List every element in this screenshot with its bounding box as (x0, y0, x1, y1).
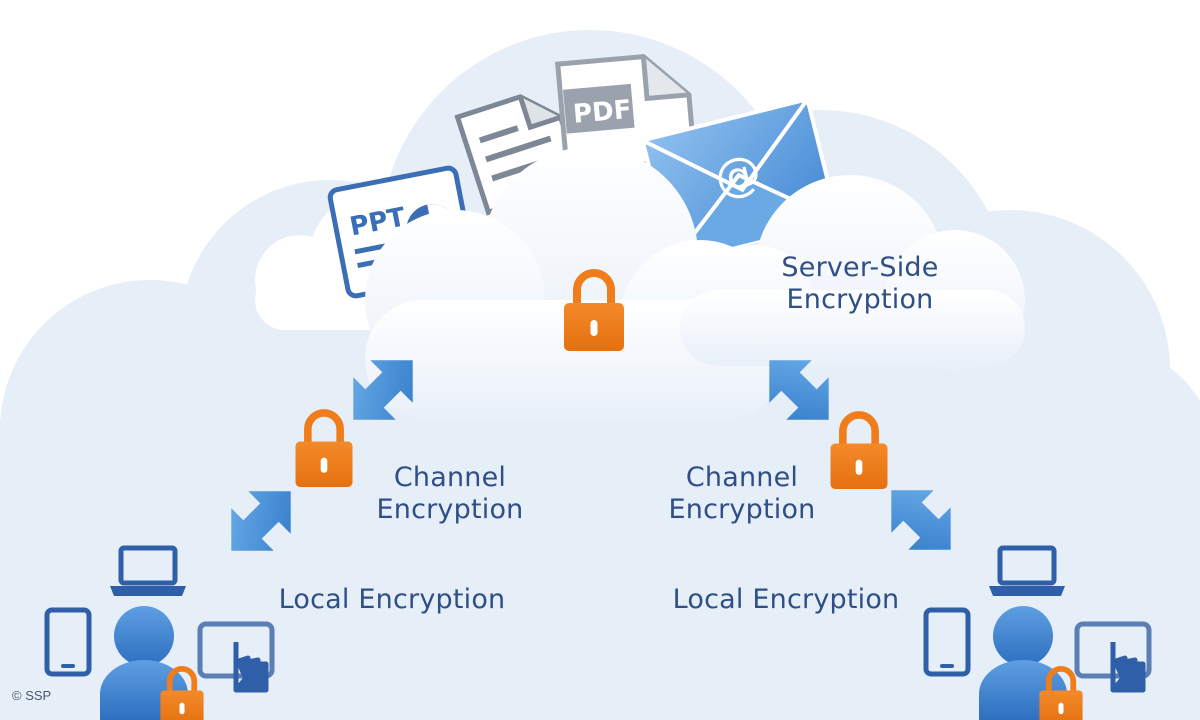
laptop-icon (989, 545, 1065, 596)
copyright-notice: © SSP (12, 688, 52, 703)
channel-right-line-2: Encryption (668, 494, 816, 525)
right-user-cluster (923, 545, 1152, 720)
touchscreen-tablet-icon (197, 621, 275, 693)
server-side-line-1: Server-Side (781, 252, 939, 283)
channel-left-line-1: Channel (393, 462, 507, 493)
local-encryption-right-label: Local Encryption (672, 584, 900, 615)
channel-right-line-1: Channel (685, 462, 799, 493)
channel-encryption-left-label: Channel Encryption (330, 462, 570, 526)
server-side-cloud (680, 175, 1025, 370)
channel-encryption-right-label: Channel Encryption (622, 462, 862, 526)
central-cloud (365, 147, 785, 418)
channel-left-line-2: Encryption (376, 494, 524, 525)
server-side-line-2: Encryption (786, 284, 934, 315)
laptop-icon (110, 545, 186, 596)
server-side-encryption-label: Server-Side Encryption (740, 252, 980, 316)
local-encryption-left-label: Local Encryption (278, 584, 506, 615)
pdf-document-icon: PDF (555, 54, 698, 174)
left-user-cluster (44, 545, 275, 720)
smartphone-icon (44, 607, 92, 677)
touchscreen-tablet-icon (1074, 621, 1152, 693)
smartphone-icon (923, 607, 971, 677)
svg-text:PDF: PDF (572, 95, 633, 130)
